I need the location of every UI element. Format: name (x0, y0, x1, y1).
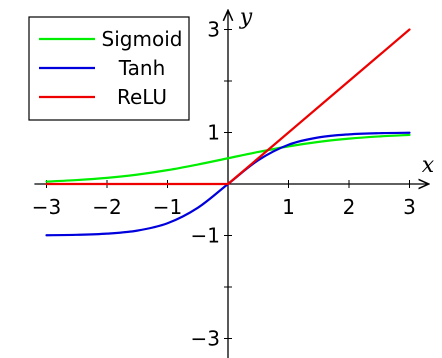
axes: xy (34, 5, 435, 358)
x-tick-label: −1 (153, 195, 182, 219)
series-line-sigmoid (45, 133, 411, 183)
legend-label-sigmoid: Sigmoid (102, 27, 183, 51)
y-tick-label: 1 (207, 121, 220, 145)
y-tick-label: −3 (191, 327, 220, 351)
y-tick-label: −1 (191, 224, 220, 248)
axis-ticks: −3 −2 −1 1 2 3 −3 −1 1 3 (32, 18, 416, 351)
x-tick-label: 3 (403, 195, 416, 219)
legend-label-relu: ReLU (117, 85, 167, 109)
x-tick-label: 2 (343, 195, 356, 219)
legend-label-tanh: Tanh (118, 56, 166, 80)
x-axis-label: x (422, 153, 435, 178)
x-tick-label: 1 (282, 195, 295, 219)
y-tick-label: 3 (207, 18, 220, 42)
data-series (45, 28, 411, 237)
x-tick-label: −3 (32, 195, 61, 219)
x-tick-label: −2 (92, 195, 121, 219)
legend-box (28, 16, 190, 121)
series-line-relu (45, 28, 411, 186)
y-axis-label: y (239, 5, 253, 30)
